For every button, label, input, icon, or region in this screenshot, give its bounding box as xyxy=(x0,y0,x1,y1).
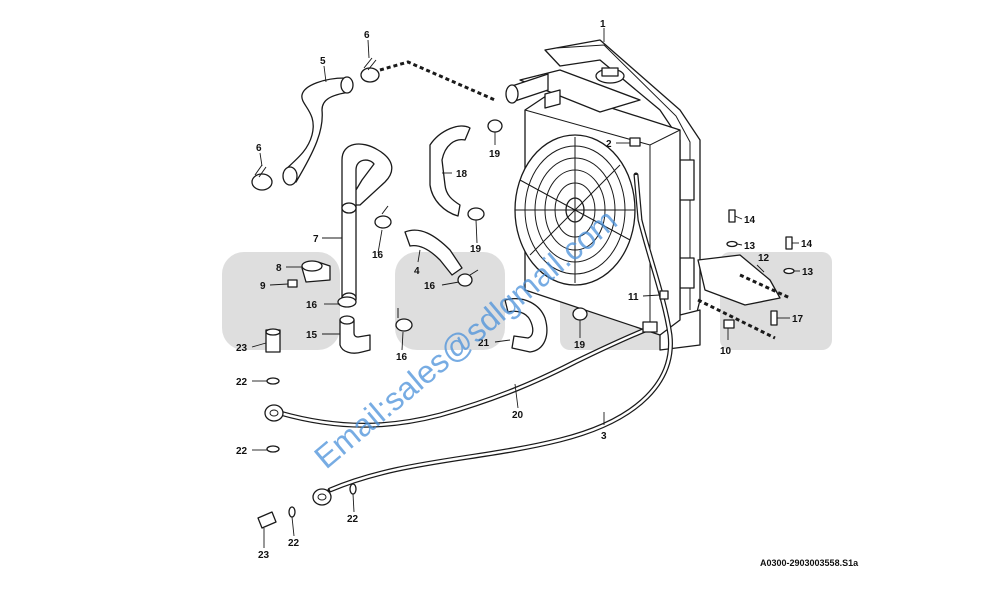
callout-23: 23 xyxy=(236,343,248,354)
mounting-bracket xyxy=(697,254,781,306)
callout-1: 1 xyxy=(600,19,606,30)
callout-19: 19 xyxy=(470,244,482,255)
hose-clamp xyxy=(337,296,357,308)
screw xyxy=(770,310,778,326)
hose-clamp xyxy=(467,207,485,221)
callout-22: 22 xyxy=(347,514,359,525)
callout-22: 22 xyxy=(236,377,248,388)
heater-hose xyxy=(404,229,463,276)
upper-hose xyxy=(284,77,351,183)
callout-11: 11 xyxy=(628,292,639,303)
callout-5: 5 xyxy=(320,56,326,67)
screw xyxy=(785,236,793,250)
bypass-pipe xyxy=(341,143,393,301)
sealing-washer xyxy=(266,377,280,385)
hose-clamp xyxy=(572,307,588,321)
connection-line xyxy=(697,298,776,340)
lower-elbow-hose xyxy=(339,319,371,354)
hose-clamp xyxy=(457,269,479,287)
callout-22: 22 xyxy=(288,538,300,549)
radiator-lower-hose xyxy=(504,298,548,353)
fitting xyxy=(659,290,669,300)
callout-7: 7 xyxy=(313,234,319,245)
callout-6: 6 xyxy=(256,143,262,154)
callout-6: 6 xyxy=(364,30,370,41)
hose-clamp xyxy=(395,308,413,332)
callout-2: 2 xyxy=(606,139,612,150)
callout-22: 22 xyxy=(236,446,248,457)
callout-16: 16 xyxy=(306,300,318,311)
callout-8: 8 xyxy=(276,263,282,274)
sealing-washer xyxy=(349,483,357,495)
fan-guard xyxy=(514,134,636,286)
callout-16: 16 xyxy=(372,250,384,261)
callout-20: 20 xyxy=(512,410,524,421)
callout-19: 19 xyxy=(574,340,586,351)
sealing-washer xyxy=(288,506,296,518)
callout-4: 4 xyxy=(414,266,420,277)
banjo-bolt xyxy=(265,328,281,353)
callout-3: 3 xyxy=(601,431,607,442)
screw xyxy=(728,209,736,223)
callout-9: 9 xyxy=(260,281,266,292)
radiator-top-hose xyxy=(429,125,471,217)
banjo-bolt xyxy=(257,511,277,529)
callout-13: 13 xyxy=(802,267,814,278)
hose-clamp xyxy=(360,57,380,83)
sealing-washer xyxy=(266,445,280,453)
upper-hose-end xyxy=(282,166,298,186)
bolt xyxy=(287,279,298,288)
callout-12: 12 xyxy=(758,253,770,264)
callout-21: 21 xyxy=(478,338,490,349)
callout-16: 16 xyxy=(396,352,408,363)
callout-15: 15 xyxy=(306,330,318,341)
connection-line xyxy=(379,60,496,102)
bolt xyxy=(723,319,735,329)
callout-18: 18 xyxy=(456,169,468,180)
fitting xyxy=(629,137,641,147)
washer xyxy=(726,240,738,248)
callout-14: 14 xyxy=(801,239,813,250)
callout-16: 16 xyxy=(424,281,436,292)
thermostat-housing xyxy=(301,260,331,283)
callout-14: 14 xyxy=(744,215,756,226)
callout-19: 19 xyxy=(489,149,501,160)
washer xyxy=(783,267,795,275)
callout-13: 13 xyxy=(744,241,756,252)
callout-10: 10 xyxy=(720,346,732,357)
callout-23: 23 xyxy=(258,550,270,561)
connection-line xyxy=(739,273,791,300)
banjo-fitting xyxy=(312,488,332,506)
hose-clamp xyxy=(251,164,273,191)
banjo-fitting xyxy=(264,404,284,422)
hose-clamp xyxy=(374,205,392,229)
leader-lines xyxy=(251,28,800,548)
upper-hose-end-2 xyxy=(340,76,354,94)
callout-labels: 1 2 3 4 5 6 6 7 8 9 10 11 12 13 13 14 14… xyxy=(236,19,814,561)
hose-fitting xyxy=(642,321,658,333)
callout-17: 17 xyxy=(792,314,804,325)
drawing-code: A0300-2903003558.S1a xyxy=(760,558,859,568)
hose-clamp xyxy=(487,119,503,133)
